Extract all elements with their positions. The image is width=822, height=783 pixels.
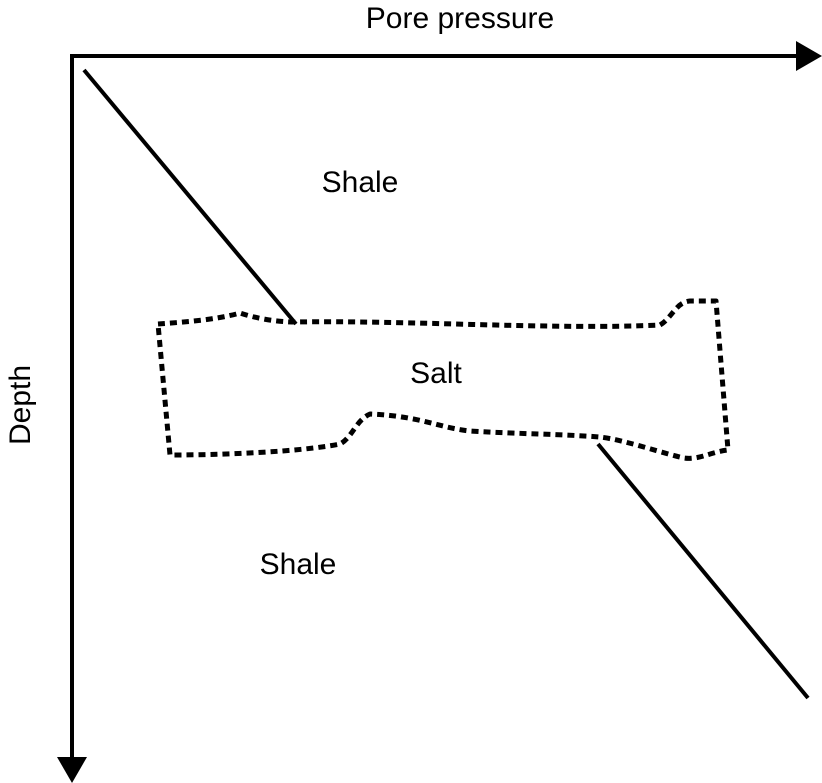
region-label-lower-shale: Shale <box>260 548 337 581</box>
region-label-upper-shale: Shale <box>322 166 399 199</box>
y-axis-arrowhead <box>57 757 87 783</box>
pressure-trend-upper <box>82 68 298 326</box>
y-axis-label: Depth <box>4 365 37 445</box>
region-label-salt: Salt <box>410 357 462 390</box>
salt-body-outline <box>155 298 731 461</box>
x-axis-arrowhead <box>796 41 822 71</box>
pressure-trend-lower <box>596 442 810 700</box>
x-axis-label: Pore pressure <box>366 2 554 35</box>
